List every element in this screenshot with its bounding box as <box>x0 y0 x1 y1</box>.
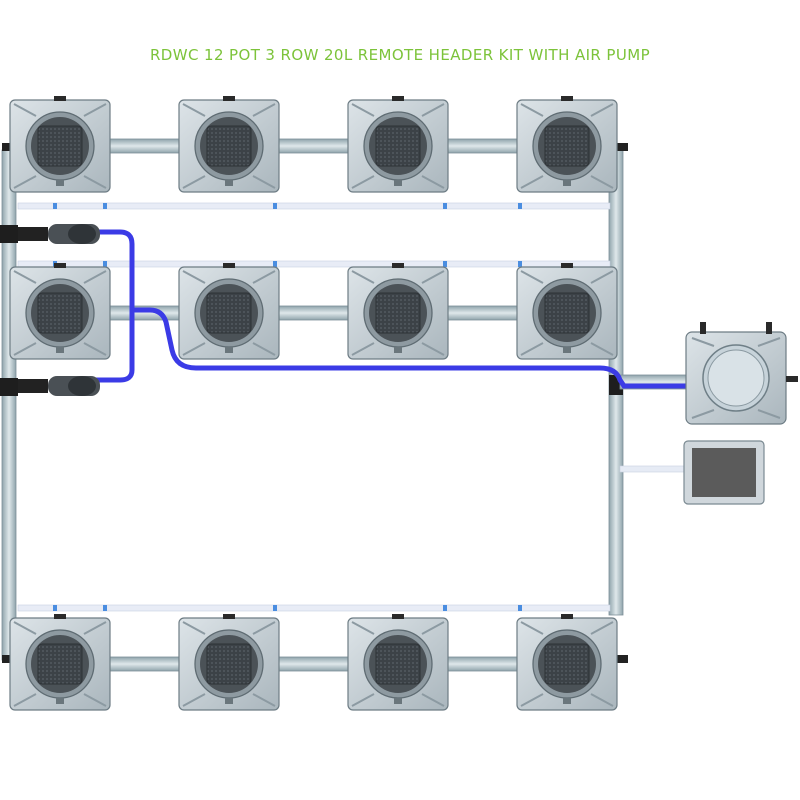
square-pot-with-round-net-lid-icon <box>516 96 618 193</box>
fitting <box>518 261 522 267</box>
drain-lines <box>17 202 611 612</box>
square-pot-with-round-net-lid-icon <box>347 263 449 360</box>
header-feed-pipe <box>619 374 691 473</box>
square-pot-with-round-net-lid-icon <box>347 614 449 711</box>
fitting <box>518 203 522 209</box>
air-pump-box-icon <box>683 440 765 505</box>
fitting <box>273 261 277 267</box>
remote-header-tank-icon <box>685 322 798 425</box>
square-pot-with-round-net-lid-icon <box>516 263 618 360</box>
drain-line <box>17 260 611 268</box>
square-pot-with-round-net-lid-icon <box>9 263 111 360</box>
fitting <box>53 605 57 611</box>
fitting <box>273 605 277 611</box>
drain-line <box>17 202 611 210</box>
right-supply-pipe <box>608 143 628 663</box>
square-pot-with-round-net-lid-icon <box>178 96 280 193</box>
blue-air-hose-icon <box>93 229 693 389</box>
row-connecting-pipes <box>15 138 617 672</box>
diagram-title: RDWC 12 POT 3 ROW 20L REMOTE HEADER KIT … <box>149 46 651 64</box>
fitting <box>103 261 107 267</box>
square-pot-with-round-net-lid-icon <box>178 614 280 711</box>
square-pot-with-round-net-lid-icon <box>9 96 111 193</box>
square-pot-with-round-net-lid-icon <box>516 614 618 711</box>
fitting <box>53 203 57 209</box>
fitting <box>443 203 447 209</box>
drain-line <box>17 604 611 612</box>
fitting <box>273 203 277 209</box>
left-return-pipe <box>0 143 18 663</box>
square-pot-with-round-net-lid-icon <box>9 614 111 711</box>
fitting <box>443 605 447 611</box>
air-check-valve-icon <box>18 224 100 396</box>
square-pot-with-round-net-lid-icon <box>178 263 280 360</box>
pots-grid <box>9 96 618 711</box>
fitting <box>443 261 447 267</box>
fitting <box>103 605 107 611</box>
fitting <box>518 605 522 611</box>
square-pot-with-round-net-lid-icon <box>347 96 449 193</box>
fitting <box>103 203 107 209</box>
